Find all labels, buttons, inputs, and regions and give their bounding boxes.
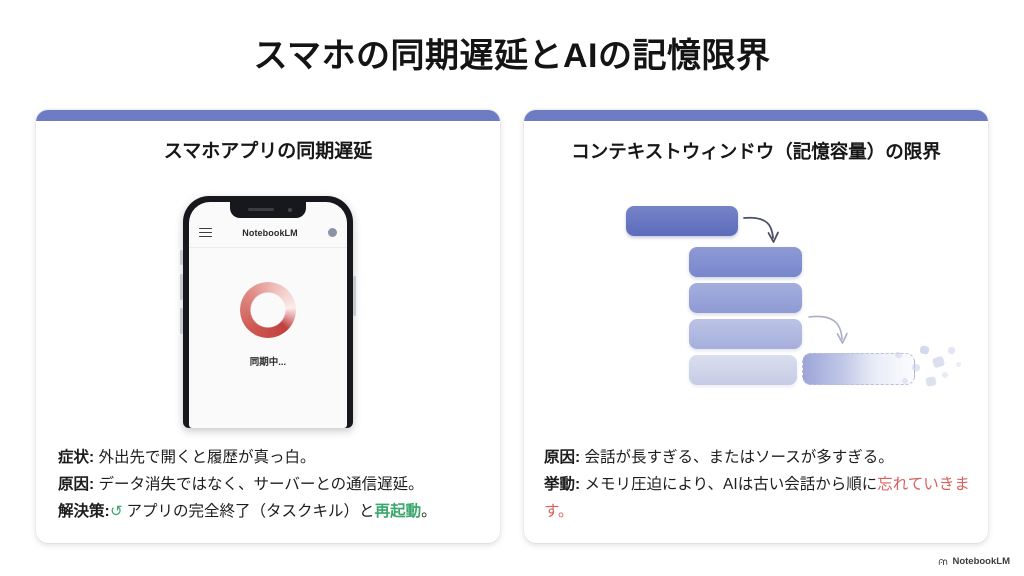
card-accent-bar: [36, 110, 500, 121]
behavior-label: 挙動:: [544, 476, 581, 493]
phone-volume-down-button: [180, 308, 183, 334]
diagram-arrows: [743, 216, 848, 344]
cause-line: 原因: データ消失ではなく、サーバーとの通信遅延。: [58, 471, 482, 498]
watermark: NotebookLM: [938, 556, 1010, 567]
loading-spinner-icon: [240, 282, 296, 338]
memory-block-4: [689, 319, 802, 349]
symptom-line: 症状: 外出先で開くと履歴が真っ白。: [58, 444, 482, 471]
phone-screen: NotebookLM 同期中...: [189, 202, 347, 428]
phone-mockup: NotebookLM 同期中...: [36, 196, 500, 428]
avatar-dot-icon[interactable]: [328, 228, 337, 237]
cause-label: 原因:: [544, 449, 581, 466]
card-accent-bar: [524, 110, 988, 121]
solution-text-before: アプリの完全終了（タスクキル）と: [122, 503, 375, 520]
memory-block-2: [689, 247, 802, 277]
memory-block-1: [626, 206, 738, 236]
card-left-title: スマホアプリの同期遅延: [163, 141, 373, 162]
solution-text-after: 。: [421, 503, 437, 520]
phone-volume-up-button: [180, 274, 183, 300]
behavior-highlight: 忘れていきます。: [544, 476, 970, 520]
refresh-icon: ↻: [109, 503, 123, 520]
card-right-title: コンテキストウィンドウ（記憶容量）の限界: [571, 141, 941, 162]
behavior-line: 挙動: メモリ圧迫により、AIは古い会話から順に忘れていきます。: [544, 471, 974, 525]
solution-label: 解決策:: [58, 503, 110, 520]
app-title: NotebookLM: [242, 227, 298, 238]
card-left-body: 症状: 外出先で開くと履歴が真っ白。 原因: データ消失ではなく、サーバーとの通…: [58, 444, 482, 525]
cause-label: 原因:: [58, 476, 95, 493]
solution-highlight: 再起動: [374, 503, 422, 520]
phone-speaker-icon: [248, 208, 274, 211]
card-context-window: コンテキストウィンドウ（記憶容量）の限界 原因: 会話が長すぎる、またはソースが…: [524, 110, 988, 543]
notebooklm-logo-icon: [939, 558, 948, 565]
phone-frame: NotebookLM 同期中...: [180, 196, 356, 428]
behavior-text-before: メモリ圧迫により、AIは古い会話から順に: [580, 476, 878, 493]
memory-block-5: [689, 355, 797, 385]
symptom-text: 外出先で開くと履歴が真っ白。: [94, 449, 316, 466]
phone-camera-icon: [288, 207, 292, 212]
app-top-bar: NotebookLM: [189, 218, 347, 248]
card-right-body: 原因: 会話が長すぎる、またはソースが多すぎる。 挙動: メモリ圧迫により、AI…: [544, 444, 974, 525]
hamburger-icon[interactable]: [199, 227, 212, 238]
curved-arrow-icon: [767, 231, 779, 243]
card-sync-delay: スマホアプリの同期遅延 NotebookLM: [36, 110, 500, 543]
memory-decay-diagram: [524, 192, 988, 402]
solution-line: 解決策:↻ アプリの完全終了（タスクキル）と再起動。: [58, 498, 482, 525]
cause-text: データ消失ではなく、サーバーとの通信遅延。: [94, 476, 424, 493]
page-title: スマホの同期遅延とAIの記憶限界: [253, 37, 771, 75]
sync-status-text: 同期中...: [249, 357, 287, 368]
fading-memory-block: [802, 353, 915, 385]
cause-line: 原因: 会話が長すぎる、またはソースが多すぎる。: [544, 444, 974, 471]
symptom-label: 症状:: [58, 449, 95, 466]
phone-power-button: [353, 276, 356, 316]
curved-arrow-icon: [808, 315, 843, 340]
phone-silent-switch: [180, 250, 183, 265]
watermark-label: NotebookLM: [952, 556, 1010, 567]
sync-status-area: 同期中...: [189, 262, 347, 428]
memory-block-3: [689, 283, 802, 313]
curved-arrow-icon: [836, 332, 848, 344]
curved-arrow-icon: [743, 216, 774, 239]
phone-notch: [230, 202, 306, 218]
cause-text: 会話が長すぎる、またはソースが多すぎる。: [580, 449, 894, 466]
